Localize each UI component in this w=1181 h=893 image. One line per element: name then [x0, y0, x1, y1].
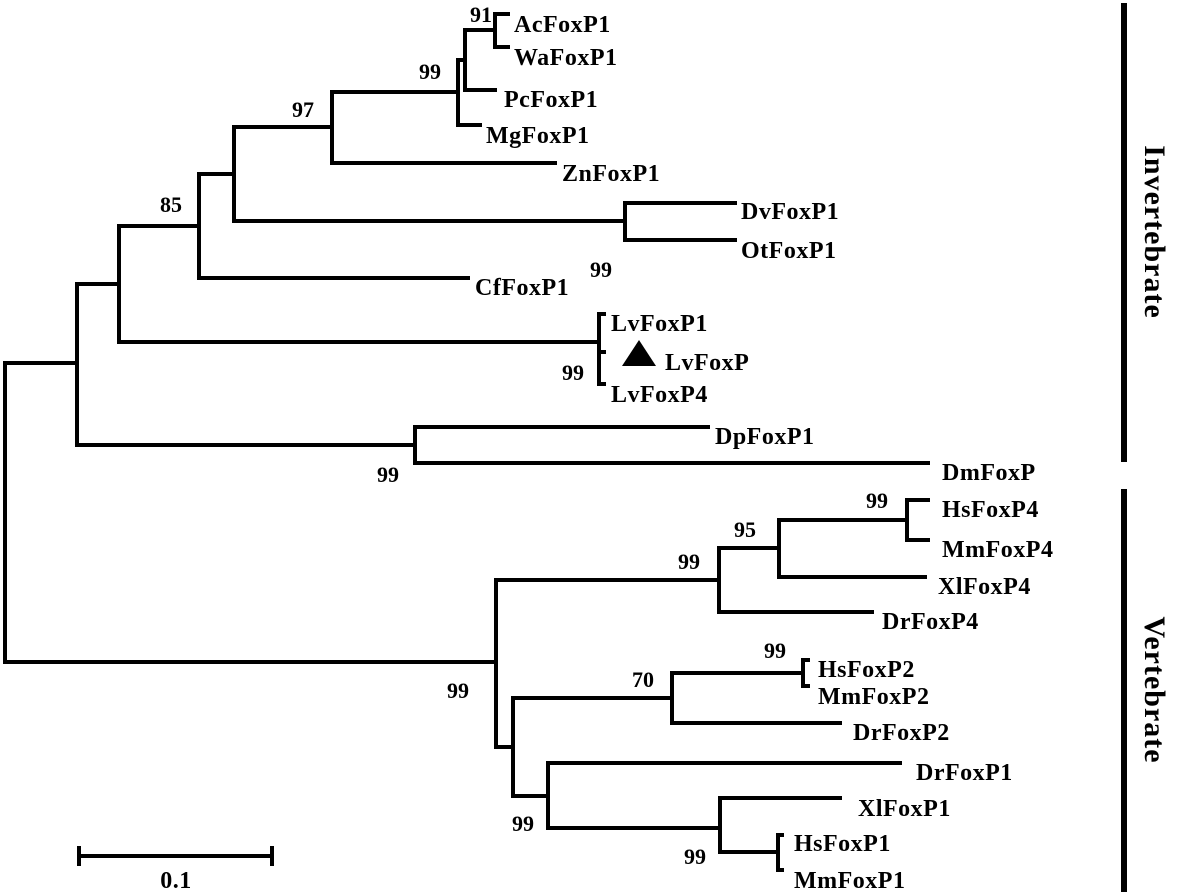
bootstrap-value: 99 [419, 59, 441, 84]
taxon-label-hsfoxp1: HsFoxP1 [794, 831, 891, 857]
bootstrap-value: 99 [512, 811, 534, 836]
bootstrap-value: 99 [590, 257, 612, 282]
taxon-label-acfoxp1: AcFoxP1 [514, 12, 611, 38]
bootstrap-value: 70 [632, 667, 654, 692]
scale-bar-label: 0.1 [160, 868, 192, 893]
bootstrap-value: 99 [447, 678, 469, 703]
taxon-label-drfoxp2: DrFoxP2 [853, 720, 950, 746]
bootstrap-value: 99 [377, 462, 399, 487]
tree-branches [3, 12, 930, 872]
taxon-label-lvfoxp: LvFoxP [665, 350, 749, 376]
clade-bar-vertebrate: Vertebrate [1121, 489, 1171, 892]
triangle-marker-icon [622, 340, 656, 366]
taxon-label-mmfoxp1: MmFoxP1 [794, 868, 905, 893]
taxon-label-xlfoxp4: XlFoxP4 [938, 574, 1031, 600]
taxon-label-hsfoxp2: HsFoxP2 [818, 657, 915, 683]
taxon-label-xlfoxp1: XlFoxP1 [858, 796, 951, 822]
taxon-label-dvfoxp1: DvFoxP1 [741, 199, 839, 225]
bootstrap-value: 91 [470, 2, 492, 27]
taxon-label-mgfoxp1: MgFoxP1 [486, 123, 589, 149]
bootstrap-value: 99 [866, 488, 888, 513]
taxon-label-hsfoxp4: HsFoxP4 [942, 497, 1039, 523]
taxon-label-drfoxp4: DrFoxP4 [882, 609, 979, 635]
bootstrap-labels: 91 99 97 85 99 99 99 99 95 99 99 99 70 99 99 [160, 2, 888, 869]
taxon-label-wafoxp1: WaFoxP1 [514, 45, 618, 71]
taxon-label-znfoxp1: ZnFoxP1 [562, 161, 660, 187]
group-label-invertebrate: Invertebrate [1138, 145, 1171, 319]
taxon-label-dpfoxp1: DpFoxP1 [715, 424, 815, 450]
taxon-label-otfoxp1: OtFoxP1 [741, 238, 836, 264]
bootstrap-value: 99 [678, 549, 700, 574]
taxon-label-lvfoxp1: LvFoxP1 [611, 311, 708, 337]
bootstrap-value: 85 [160, 192, 182, 217]
scale-bar: 0.1 [77, 846, 274, 893]
bootstrap-value: 99 [684, 844, 706, 869]
taxon-label-cffoxp1: CfFoxP1 [475, 275, 569, 301]
taxon-label-mmfoxp4: MmFoxP4 [942, 537, 1053, 563]
taxon-label-mmfoxp2: MmFoxP2 [818, 684, 929, 710]
bootstrap-value: 99 [562, 360, 584, 385]
taxon-label-lvfoxp4: LvFoxP4 [611, 382, 708, 408]
taxon-label-dmfoxp: DmFoxP [942, 460, 1036, 486]
taxon-labels: AcFoxP1WaFoxP1PcFoxP1MgFoxP1ZnFoxP1DvFox… [475, 12, 1053, 893]
taxon-label-pcfoxp1: PcFoxP1 [504, 87, 598, 113]
bootstrap-value: 97 [292, 97, 314, 122]
group-label-vertebrate: Vertebrate [1138, 616, 1171, 763]
bootstrap-value: 95 [734, 517, 756, 542]
bootstrap-value: 99 [764, 638, 786, 663]
taxon-label-drfoxp1: DrFoxP1 [916, 760, 1013, 786]
clade-bar-invertebrate: Invertebrate [1121, 3, 1171, 462]
